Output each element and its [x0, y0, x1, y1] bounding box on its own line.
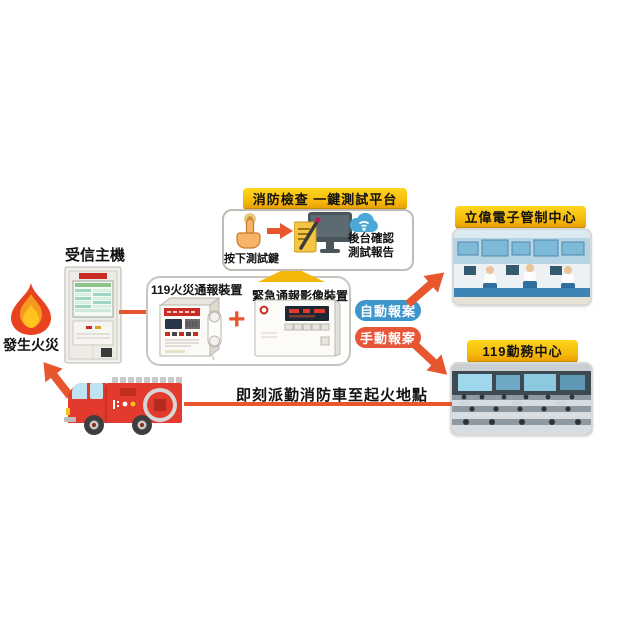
control-room-photo [452, 228, 592, 306]
auto-report-badge: 自動報案 [355, 300, 421, 321]
up-triangle-connector [258, 266, 325, 282]
press-test-label: 按下測試鍵 [224, 253, 279, 265]
duty-center-label: 119勤務中心 [467, 340, 578, 363]
receiver-connector-line [119, 310, 149, 314]
confirm-line2: 測試報告 [348, 247, 394, 259]
dispatch-connector-line [184, 402, 452, 406]
receiver-label: 受信主機 [64, 247, 125, 264]
report-monitor-icon [294, 212, 352, 253]
fire-dialer-label: 119火災通報裝置 [151, 283, 243, 297]
arrow-truck-to-fire [43, 362, 74, 399]
flame-icon [11, 283, 51, 335]
control-center-label: 立偉電子管制中心 [455, 206, 586, 229]
confirm-report-label: 後台確認 測試報告 [348, 232, 394, 260]
fire-truck-icon [64, 377, 182, 435]
video-device-image [254, 298, 341, 357]
arrow-right-icon [267, 223, 293, 239]
plus-sign: + [228, 303, 246, 336]
arrow-to-duty-center [409, 339, 448, 375]
manual-report-badge: 手動報案 [355, 327, 421, 348]
receiver-host-image [64, 266, 122, 364]
confirm-line1: 後台確認 [348, 233, 394, 245]
cloud-wifi-icon [349, 212, 378, 232]
dispatch-label: 即刻派勤消防車至起火地點 [236, 387, 429, 404]
platform-banner: 消防檢查 一鍵測試平台 [243, 188, 407, 210]
hand-press-icon [236, 213, 261, 249]
duty-center-photo [450, 362, 593, 436]
fire-dialer-device-image [159, 296, 222, 361]
arrow-to-control-center [405, 272, 445, 308]
fire-label: 發生火災 [3, 337, 59, 353]
